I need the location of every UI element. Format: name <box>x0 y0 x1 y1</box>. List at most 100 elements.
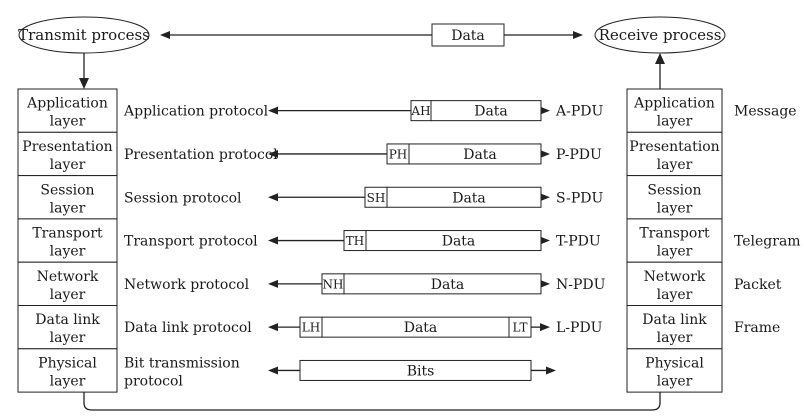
transmit-layer-name: layer <box>50 244 86 260</box>
receive-data-link-layer: Data link layer <box>626 305 723 350</box>
receive-physical-layer: Physical layer <box>626 348 723 393</box>
top-data-arrow: Data <box>160 23 583 47</box>
data-unit-label: Packet <box>734 277 782 293</box>
transmit-presentation-layer: Presentation layer <box>17 131 118 177</box>
receive-network-layer: Network layer <box>626 261 723 307</box>
pdu-name-label: N-PDU <box>556 277 606 293</box>
top-data-label: Data <box>451 28 485 44</box>
pdu-header-label: NH <box>323 277 344 291</box>
pdu-name-label: L-PDU <box>556 320 603 336</box>
data-link-protocol-row: Data link protocol LH Data LT L-PDU Frame <box>124 316 780 338</box>
transmit-layer-name: layer <box>50 157 86 173</box>
transmit-layer-name: layer <box>50 373 86 389</box>
receive-process-label: Receive process <box>599 26 722 44</box>
receive-layer-name: Network <box>644 269 706 285</box>
pdu-data-box <box>386 186 542 208</box>
network-protocol-row: Network protocol NH Data N-PDU Packet <box>124 273 782 295</box>
pdu-data-box <box>430 100 542 122</box>
receive-transport-layer: Transport layer <box>626 218 723 263</box>
pdu-header-label: TH <box>346 234 364 248</box>
transmit-physical-layer: Physical layer <box>17 348 118 393</box>
protocol-label: Network protocol <box>124 277 250 293</box>
pdu-name-label: T-PDU <box>556 234 601 250</box>
receive-session-layer: Session layer <box>626 175 723 220</box>
receive-up-arrow <box>655 53 665 89</box>
data-unit-label: Frame <box>734 320 780 336</box>
receive-layer-name: layer <box>657 287 693 303</box>
pdu-data-label: Data <box>452 190 486 206</box>
pdu-name-label: S-PDU <box>556 190 603 206</box>
receive-layer-name: layer <box>657 330 693 346</box>
transmit-layer-name: Session <box>40 182 94 198</box>
receive-layer-stack: ApplicationlayerPresentationlayerSession… <box>626 88 723 393</box>
receive-layer-name: layer <box>657 114 693 130</box>
receive-layer-name: layer <box>657 200 693 216</box>
transport-protocol-row: Transport protocol TH Data T-PDU Telegram <box>124 230 801 252</box>
pdu-name-label: A-PDU <box>555 104 603 120</box>
receive-layer-name: layer <box>657 373 693 389</box>
protocol-label: Presentation protocol <box>124 147 278 163</box>
transmit-process-label: Transmit process <box>18 26 150 44</box>
physical-protocol-row: Bit transmission protocol Bits <box>124 355 556 389</box>
transmit-layer-name: layer <box>50 287 86 303</box>
receive-layer-name: layer <box>657 244 693 260</box>
receive-layer-name: layer <box>657 157 693 173</box>
transmit-layer-name: Application <box>26 96 108 112</box>
transmit-layer-name: Physical <box>38 355 97 371</box>
protocol-label: Bit transmission <box>124 355 240 371</box>
receive-layer-name: Transport <box>639 226 710 242</box>
presentation-protocol-row: Presentation protocol PH Data P-PDU <box>124 143 602 165</box>
pdu-header-label: LH <box>302 321 320 335</box>
transmit-layer-name: layer <box>50 114 86 130</box>
pdu-data-box <box>343 273 542 295</box>
protocol-label: Data link protocol <box>124 320 252 336</box>
transmit-application-layer: Application layer <box>17 88 118 133</box>
physical-link-line <box>83 392 661 411</box>
pdu-data-label: Data <box>463 147 497 163</box>
receive-layer-name: Application <box>633 96 715 112</box>
receive-layer-name: Physical <box>645 355 704 371</box>
transmit-session-layer: Session layer <box>17 175 118 220</box>
pdu-data-box <box>365 230 542 252</box>
receive-application-layer: Application layer <box>626 88 723 133</box>
pdu-header-label: SH <box>367 191 386 205</box>
pdu-data-box <box>408 143 542 165</box>
pdu-data-label: Data <box>442 234 476 250</box>
transmit-network-layer: Network layer <box>17 261 118 307</box>
pdu-header-label: PH <box>389 147 408 161</box>
protocol-label: protocol <box>124 373 183 389</box>
pdu-data-label: Data <box>474 104 508 120</box>
receive-layer-name: Session <box>647 182 701 198</box>
transmit-layer-stack: ApplicationlayerPresentationlayerSession… <box>17 88 118 393</box>
protocol-label: Session protocol <box>124 190 242 206</box>
transmit-transport-layer: Transport layer <box>17 218 118 263</box>
pdu-data-label: Data <box>431 277 465 293</box>
data-unit-label: Message <box>734 104 797 120</box>
pdu-data-box <box>299 359 532 381</box>
session-protocol-row: Session protocol SH Data S-PDU <box>124 186 603 208</box>
transmit-layer-name: Data link <box>35 312 100 328</box>
protocol-label: Application protocol <box>123 104 269 120</box>
pdu-trailer-label: LT <box>513 321 528 335</box>
transmit-layer-name: Network <box>37 269 99 285</box>
transmit-layer-name: Presentation <box>22 139 112 155</box>
pdu-data-label: Data <box>404 320 438 336</box>
top-data-box <box>431 23 505 47</box>
pdu-name-label: P-PDU <box>556 147 602 163</box>
protocol-label: Transport protocol <box>124 234 258 250</box>
pdu-data-label: Bits <box>407 363 435 379</box>
receive-layer-name: Data link <box>642 312 707 328</box>
pdu-trailer-box <box>508 316 532 338</box>
transmit-layer-name: Transport <box>32 226 103 242</box>
receive-process: Receive process <box>594 16 726 54</box>
transmit-process: Transmit process <box>18 16 150 54</box>
transmit-layer-name: layer <box>50 200 86 216</box>
receive-layer-name: Presentation <box>629 139 719 155</box>
transmit-down-arrow <box>79 53 89 89</box>
data-unit-label: Telegram <box>734 234 801 250</box>
transmit-layer-name: layer <box>50 330 86 346</box>
receive-presentation-layer: Presentation layer <box>626 131 723 177</box>
